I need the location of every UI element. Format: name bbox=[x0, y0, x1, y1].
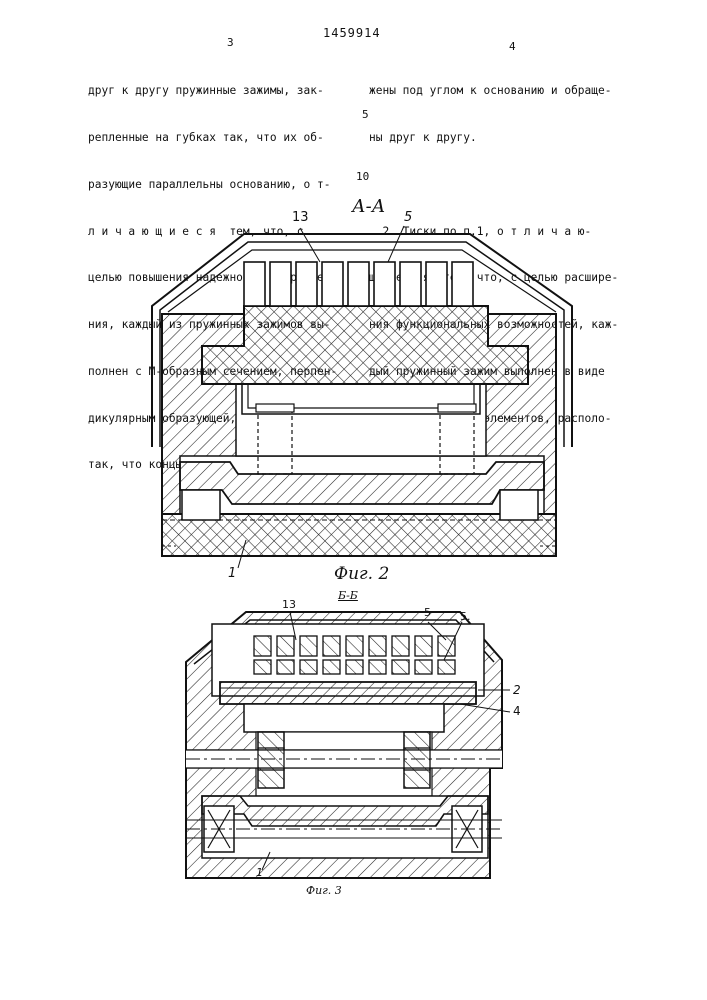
fig3-label-5: 5 bbox=[424, 606, 431, 619]
fig2-top-jaw bbox=[202, 306, 528, 384]
fig3-label-2: 2 bbox=[513, 683, 521, 697]
fig3-jaw-plate bbox=[220, 682, 476, 704]
fig3-label-4: 4 bbox=[513, 704, 521, 718]
fig2-label-13: 13 bbox=[292, 210, 309, 225]
fig3-label-5-dot: 5. bbox=[460, 610, 471, 623]
fig3-caption: Фиг. 3 bbox=[306, 884, 342, 897]
fig2-section-label: А-А bbox=[352, 196, 385, 217]
fig2-label-1: 1 bbox=[228, 566, 236, 581]
fig3-section-label: Б-Б bbox=[338, 589, 358, 602]
fig2-caption: Фиг. 2 bbox=[334, 564, 389, 584]
fig2-label-5: 5 bbox=[404, 210, 412, 225]
fig2-fins bbox=[244, 262, 473, 306]
fig3-label-13: 13 bbox=[282, 598, 296, 611]
fig3-spring-grid bbox=[254, 636, 455, 674]
fig3-label-1: 1 bbox=[256, 866, 263, 879]
